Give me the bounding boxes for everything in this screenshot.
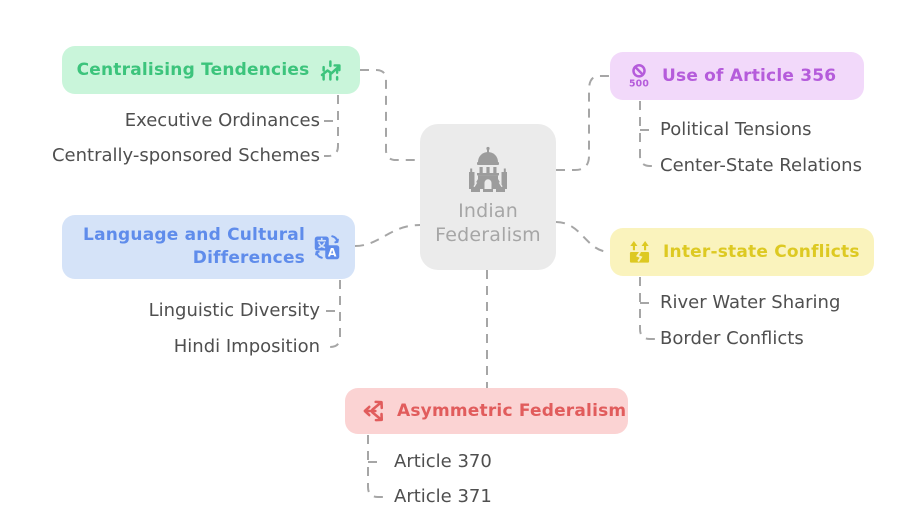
leaf-river-water-sharing[interactable]: River Water Sharing bbox=[660, 292, 841, 313]
branch-centralising-label: Centralising Tendencies bbox=[76, 60, 310, 80]
svg-text:A: A bbox=[328, 247, 337, 260]
edge-interstate bbox=[555, 221, 611, 253]
svg-text:500: 500 bbox=[629, 78, 649, 89]
scatter-arrows-icon bbox=[359, 397, 387, 425]
edge-language bbox=[354, 224, 421, 247]
edge-asymmetric-leaves bbox=[367, 435, 384, 498]
trending-chart-icon bbox=[318, 57, 345, 84]
leaf-hindi-imposition[interactable]: Hindi Imposition bbox=[173, 336, 320, 357]
monument-icon bbox=[464, 146, 512, 193]
edge-centralising bbox=[360, 69, 420, 161]
leaf-center-state-relations[interactable]: Center-State Relations bbox=[660, 155, 862, 176]
leaf-article-371[interactable]: Article 371 bbox=[394, 486, 492, 507]
block-500-icon: 500 bbox=[626, 63, 652, 89]
center-node-label: Indian Federalism bbox=[435, 200, 541, 246]
leaf-executive-ordinances[interactable]: Executive Ordinances bbox=[124, 110, 320, 131]
broken-package-icon bbox=[626, 239, 653, 266]
branch-interstate-label: Inter-state Conflicts bbox=[663, 242, 860, 262]
leaf-centrally-sponsored-schemes[interactable]: Centrally-sponsored Schemes bbox=[51, 145, 320, 166]
branch-centralising-tendencies[interactable]: Centralising Tendencies bbox=[62, 46, 360, 94]
edge-interstate-leaves bbox=[639, 277, 656, 340]
translate-icon: A bbox=[313, 233, 341, 261]
branch-language-label: Language and Cultural Differences bbox=[83, 225, 305, 268]
leaf-linguistic-diversity[interactable]: Linguistic Diversity bbox=[148, 300, 320, 321]
edge-language-leaves bbox=[326, 280, 341, 348]
branch-use-of-article-356[interactable]: 500 Use of Article 356 bbox=[610, 52, 864, 100]
center-node-indian-federalism[interactable]: Indian Federalism bbox=[420, 124, 556, 270]
branch-inter-state-conflicts[interactable]: Inter-state Conflicts bbox=[610, 228, 874, 276]
leaf-article-370[interactable]: Article 370 bbox=[394, 451, 492, 472]
leaf-border-conflicts[interactable]: Border Conflicts bbox=[660, 328, 804, 349]
branch-asymmetric-federalism[interactable]: Asymmetric Federalism bbox=[345, 388, 628, 434]
branch-asymmetric-label: Asymmetric Federalism bbox=[397, 401, 627, 421]
branch-article356-label: Use of Article 356 bbox=[662, 66, 837, 86]
edge-article356 bbox=[556, 75, 610, 171]
edge-article356-leaves bbox=[639, 101, 656, 167]
leaf-political-tensions[interactable]: Political Tensions bbox=[660, 119, 812, 140]
branch-language-cultural-differences[interactable]: Language and Cultural Differences A bbox=[62, 215, 355, 279]
edge-centralising-leaves bbox=[324, 95, 339, 157]
